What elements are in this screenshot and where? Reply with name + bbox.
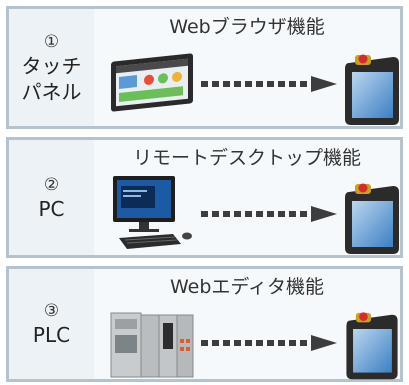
row-number: ③ <box>43 301 60 321</box>
pc-icon <box>113 176 192 249</box>
teaching-pendant-icon <box>345 54 399 125</box>
teaching-pendant-icon <box>346 312 398 380</box>
row-number: ② <box>43 174 60 195</box>
row-number: ① <box>43 31 60 52</box>
row-label: ② PC <box>9 140 94 255</box>
arrow-icon <box>201 206 337 222</box>
row-label: ① タッチ パネル <box>9 9 94 126</box>
row-touch-panel: ① タッチ パネル Webブラウザ機能 <box>6 6 403 129</box>
function-title: リモートデスクトップ機能 <box>132 147 361 169</box>
function-title: Webブラウザ機能 <box>169 16 325 38</box>
function-title: Webエディタ機能 <box>169 276 325 298</box>
touch-panel-icon <box>111 53 193 112</box>
teaching-pendant-icon <box>345 183 399 254</box>
arrow-icon <box>201 335 337 351</box>
row-label-line: PLC <box>32 323 71 347</box>
row-label-line: タッチ <box>21 53 82 78</box>
row-label-line: パネル <box>21 79 82 104</box>
arrow-icon <box>201 76 337 92</box>
plc-icon <box>110 312 194 378</box>
row-pc: ② PC リモートデスクトップ機能 <box>6 137 403 258</box>
row-label-line: PC <box>38 196 65 221</box>
row-plc: ③ PLC Webエディタ機能 <box>6 266 403 382</box>
row-label: ③ PLC <box>9 269 94 379</box>
